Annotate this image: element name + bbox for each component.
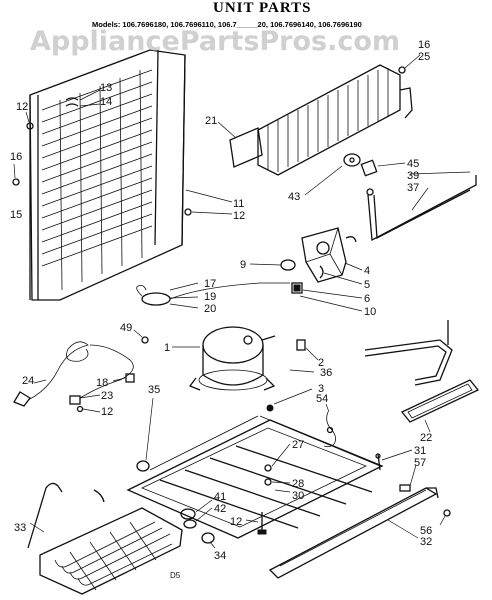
callout-12-cord: 12 <box>101 406 113 418</box>
callout-54: 54 <box>316 393 328 405</box>
callout-15: 15 <box>10 209 22 221</box>
callout-9: 9 <box>240 259 246 271</box>
mounting-frame <box>126 415 384 539</box>
callout-labels: 16 25 13 14 12 21 16 45 39 37 43 11 15 1… <box>10 39 432 562</box>
drier-tube <box>366 175 477 242</box>
evaporator-fins <box>257 64 413 176</box>
callout-41: 41 <box>214 491 226 503</box>
grommet-41-42 <box>180 499 213 529</box>
callout-27: 27 <box>292 439 304 451</box>
callout-22: 22 <box>420 432 432 444</box>
watermark: AppliancePartsPros.com <box>30 26 400 57</box>
discharge-tube <box>364 320 453 386</box>
screw-49 <box>133 329 149 344</box>
callout-56: 56 <box>420 525 432 537</box>
callout-39: 39 <box>407 170 419 182</box>
evaporator-cover-plate <box>217 121 263 168</box>
callout-19: 19 <box>204 291 216 303</box>
callout-5: 5 <box>364 279 370 291</box>
callout-4: 4 <box>364 265 370 277</box>
callout-37: 37 <box>407 182 419 194</box>
bracket-22 <box>400 379 480 433</box>
callout-57: 57 <box>414 457 426 469</box>
screw-35 <box>136 397 154 472</box>
compressor <box>172 326 276 391</box>
callout-42: 42 <box>214 503 226 515</box>
callout-11: 11 <box>233 198 244 210</box>
callout-20: 20 <box>204 303 216 315</box>
page-code: D5 <box>170 571 181 580</box>
callout-25: 25 <box>418 51 430 63</box>
bolt-3 <box>266 388 313 412</box>
evaporator-screw-16 <box>398 54 421 74</box>
callout-16: 16 <box>418 39 430 51</box>
callout-14: 14 <box>100 96 112 108</box>
callout-12-mid: 12 <box>233 210 245 222</box>
diagram-title: UNIT PARTS <box>213 0 312 16</box>
capacitor-wire-17-19-20 <box>136 282 290 309</box>
clamp-43 <box>304 153 361 196</box>
callout-3: 3 <box>318 383 324 395</box>
spacer-34 <box>201 532 216 549</box>
callout-12-base: 12 <box>230 516 242 528</box>
screw-56 <box>439 509 451 526</box>
callout-13: 13 <box>100 82 112 94</box>
power-cord <box>13 341 134 407</box>
callout-23: 23 <box>101 390 113 402</box>
callout-21: 21 <box>205 115 217 127</box>
callout-31: 31 <box>414 445 426 457</box>
condenser-coil <box>29 49 233 301</box>
callout-28: 28 <box>292 478 304 490</box>
callout-35: 35 <box>148 384 160 396</box>
callout-49: 49 <box>120 322 132 334</box>
callout-17: 17 <box>204 278 216 290</box>
base-rail <box>268 487 439 579</box>
harness-54 <box>323 403 336 448</box>
grommet-27-28 <box>264 443 291 493</box>
lower-condenser-coil <box>27 482 183 595</box>
callout-43: 43 <box>288 191 300 203</box>
callout-6: 6 <box>364 293 370 305</box>
relay-clip-5 <box>319 265 363 285</box>
callout-16-left: 16 <box>10 151 22 163</box>
callout-36: 36 <box>320 367 332 379</box>
relay-box <box>301 227 363 283</box>
callout-12-top: 12 <box>16 101 28 113</box>
tube-end-39 <box>409 171 471 175</box>
bolt-base-12 <box>245 512 267 535</box>
callout-2: 2 <box>318 357 324 369</box>
screw-cord-12 <box>76 405 101 413</box>
callout-18: 18 <box>96 377 108 389</box>
callout-24: 24 <box>22 375 34 387</box>
models-line: Models: 106.7696180, 106.7696110, 106.7_… <box>92 20 362 29</box>
callout-34: 34 <box>214 550 226 562</box>
clip-18 <box>112 373 135 383</box>
screw-left-mid <box>12 163 20 186</box>
screw-condenser-12 <box>184 208 233 216</box>
callout-32: 32 <box>420 536 432 548</box>
terminal-23 <box>69 394 101 405</box>
callout-45: 45 <box>407 158 419 170</box>
relay-cover-9 <box>249 259 296 271</box>
clip-13-14 <box>65 89 101 107</box>
grommet-45 <box>360 159 406 177</box>
callout-10: 10 <box>364 306 376 318</box>
callout-30: 30 <box>292 490 304 502</box>
screw-31-57 <box>375 449 417 492</box>
overload-6-10 <box>291 282 363 312</box>
screw-left-top <box>25 111 34 130</box>
callout-1: 1 <box>164 342 170 354</box>
grommet-2-36 <box>289 339 319 373</box>
callout-33: 33 <box>14 522 26 534</box>
